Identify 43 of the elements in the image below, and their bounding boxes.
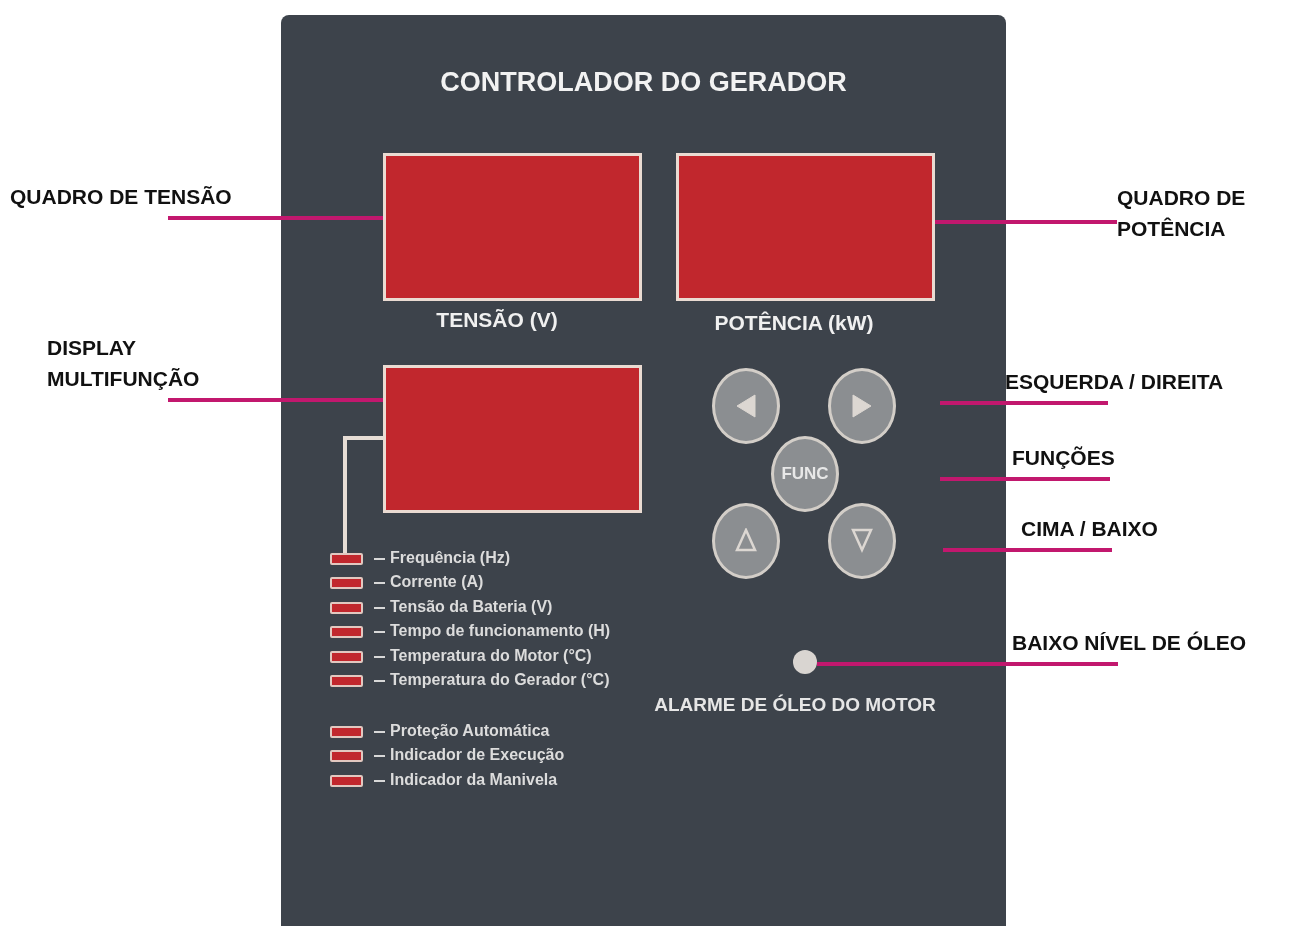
leader-line: [935, 220, 1117, 224]
callout-label: QUADRO DE POTÊNCIA: [1117, 182, 1287, 250]
indicator-lamp: [330, 577, 363, 589]
leader-line: [168, 216, 383, 220]
leader-line: [943, 548, 1112, 552]
indicator-label: Frequência (Hz): [390, 549, 510, 567]
indicator-lamp: [330, 775, 363, 787]
display-caption: POTÊNCIA (kW): [713, 311, 875, 335]
multifunction-display: [383, 365, 642, 513]
leader-line: [817, 662, 1118, 666]
connector-line: [343, 436, 383, 553]
indicator-label: Temperatura do Gerador (°C): [390, 671, 610, 689]
callout-label: CIMA / BAIXO: [1021, 513, 1201, 550]
indicator-label: Tempo de funcionamento (H): [390, 622, 611, 640]
indicator-label: Indicador de Execução: [390, 746, 565, 764]
leader-line: [940, 477, 1110, 481]
indicator-label: Proteção Automática: [390, 722, 550, 740]
controller-panel: [281, 15, 1006, 926]
display-caption: TENSÃO (V): [435, 308, 559, 332]
indicator-label: Indicador da Manivela: [390, 771, 558, 789]
leader-line: [168, 398, 383, 402]
panel-title: CONTROLADOR DO GERADOR: [439, 67, 848, 98]
indicator-lamp: [330, 675, 363, 687]
callout-label: BAIXO NÍVEL DE ÓLEO: [1012, 627, 1290, 664]
indicator-lamp: [330, 651, 363, 663]
callout-label: DISPLAY MULTIFUNÇÃO: [47, 332, 247, 400]
power-display: [676, 153, 935, 301]
indicator-lamp: [330, 602, 363, 614]
indicator-label: Tensão da Bateria (V): [390, 598, 553, 616]
indicator-lamp: [330, 726, 363, 738]
callout-label: QUADRO DE TENSÃO: [10, 181, 280, 218]
indicator-lamp: [793, 650, 817, 674]
indicator-label: Temperatura do Motor (°C): [390, 647, 592, 665]
indicator-lamp: [330, 553, 363, 565]
display-caption: ALARME DE ÓLEO DO MOTOR: [653, 694, 937, 716]
indicator-label: Corrente (A): [390, 573, 484, 591]
leader-line: [940, 401, 1108, 405]
indicator-lamp: [330, 626, 363, 638]
callout-label: FUNÇÕES: [1012, 442, 1142, 479]
callout-label: ESQUERDA / DIREITA: [1005, 366, 1275, 403]
indicator-lamp: [330, 750, 363, 762]
voltage-display: [383, 153, 642, 301]
function-button: FUNC: [771, 436, 839, 512]
